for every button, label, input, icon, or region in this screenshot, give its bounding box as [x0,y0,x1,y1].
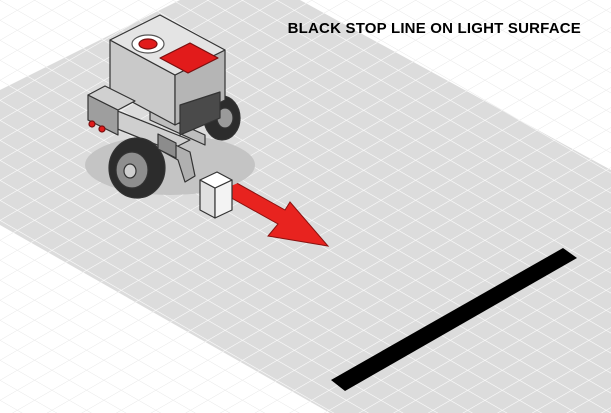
diagram-caption: BLACK STOP LINE ON LIGHT SURFACE [287,20,581,37]
black-stop-line [331,248,577,391]
ev3-robot-icon [85,14,255,219]
brick-button-icon [131,34,165,54]
